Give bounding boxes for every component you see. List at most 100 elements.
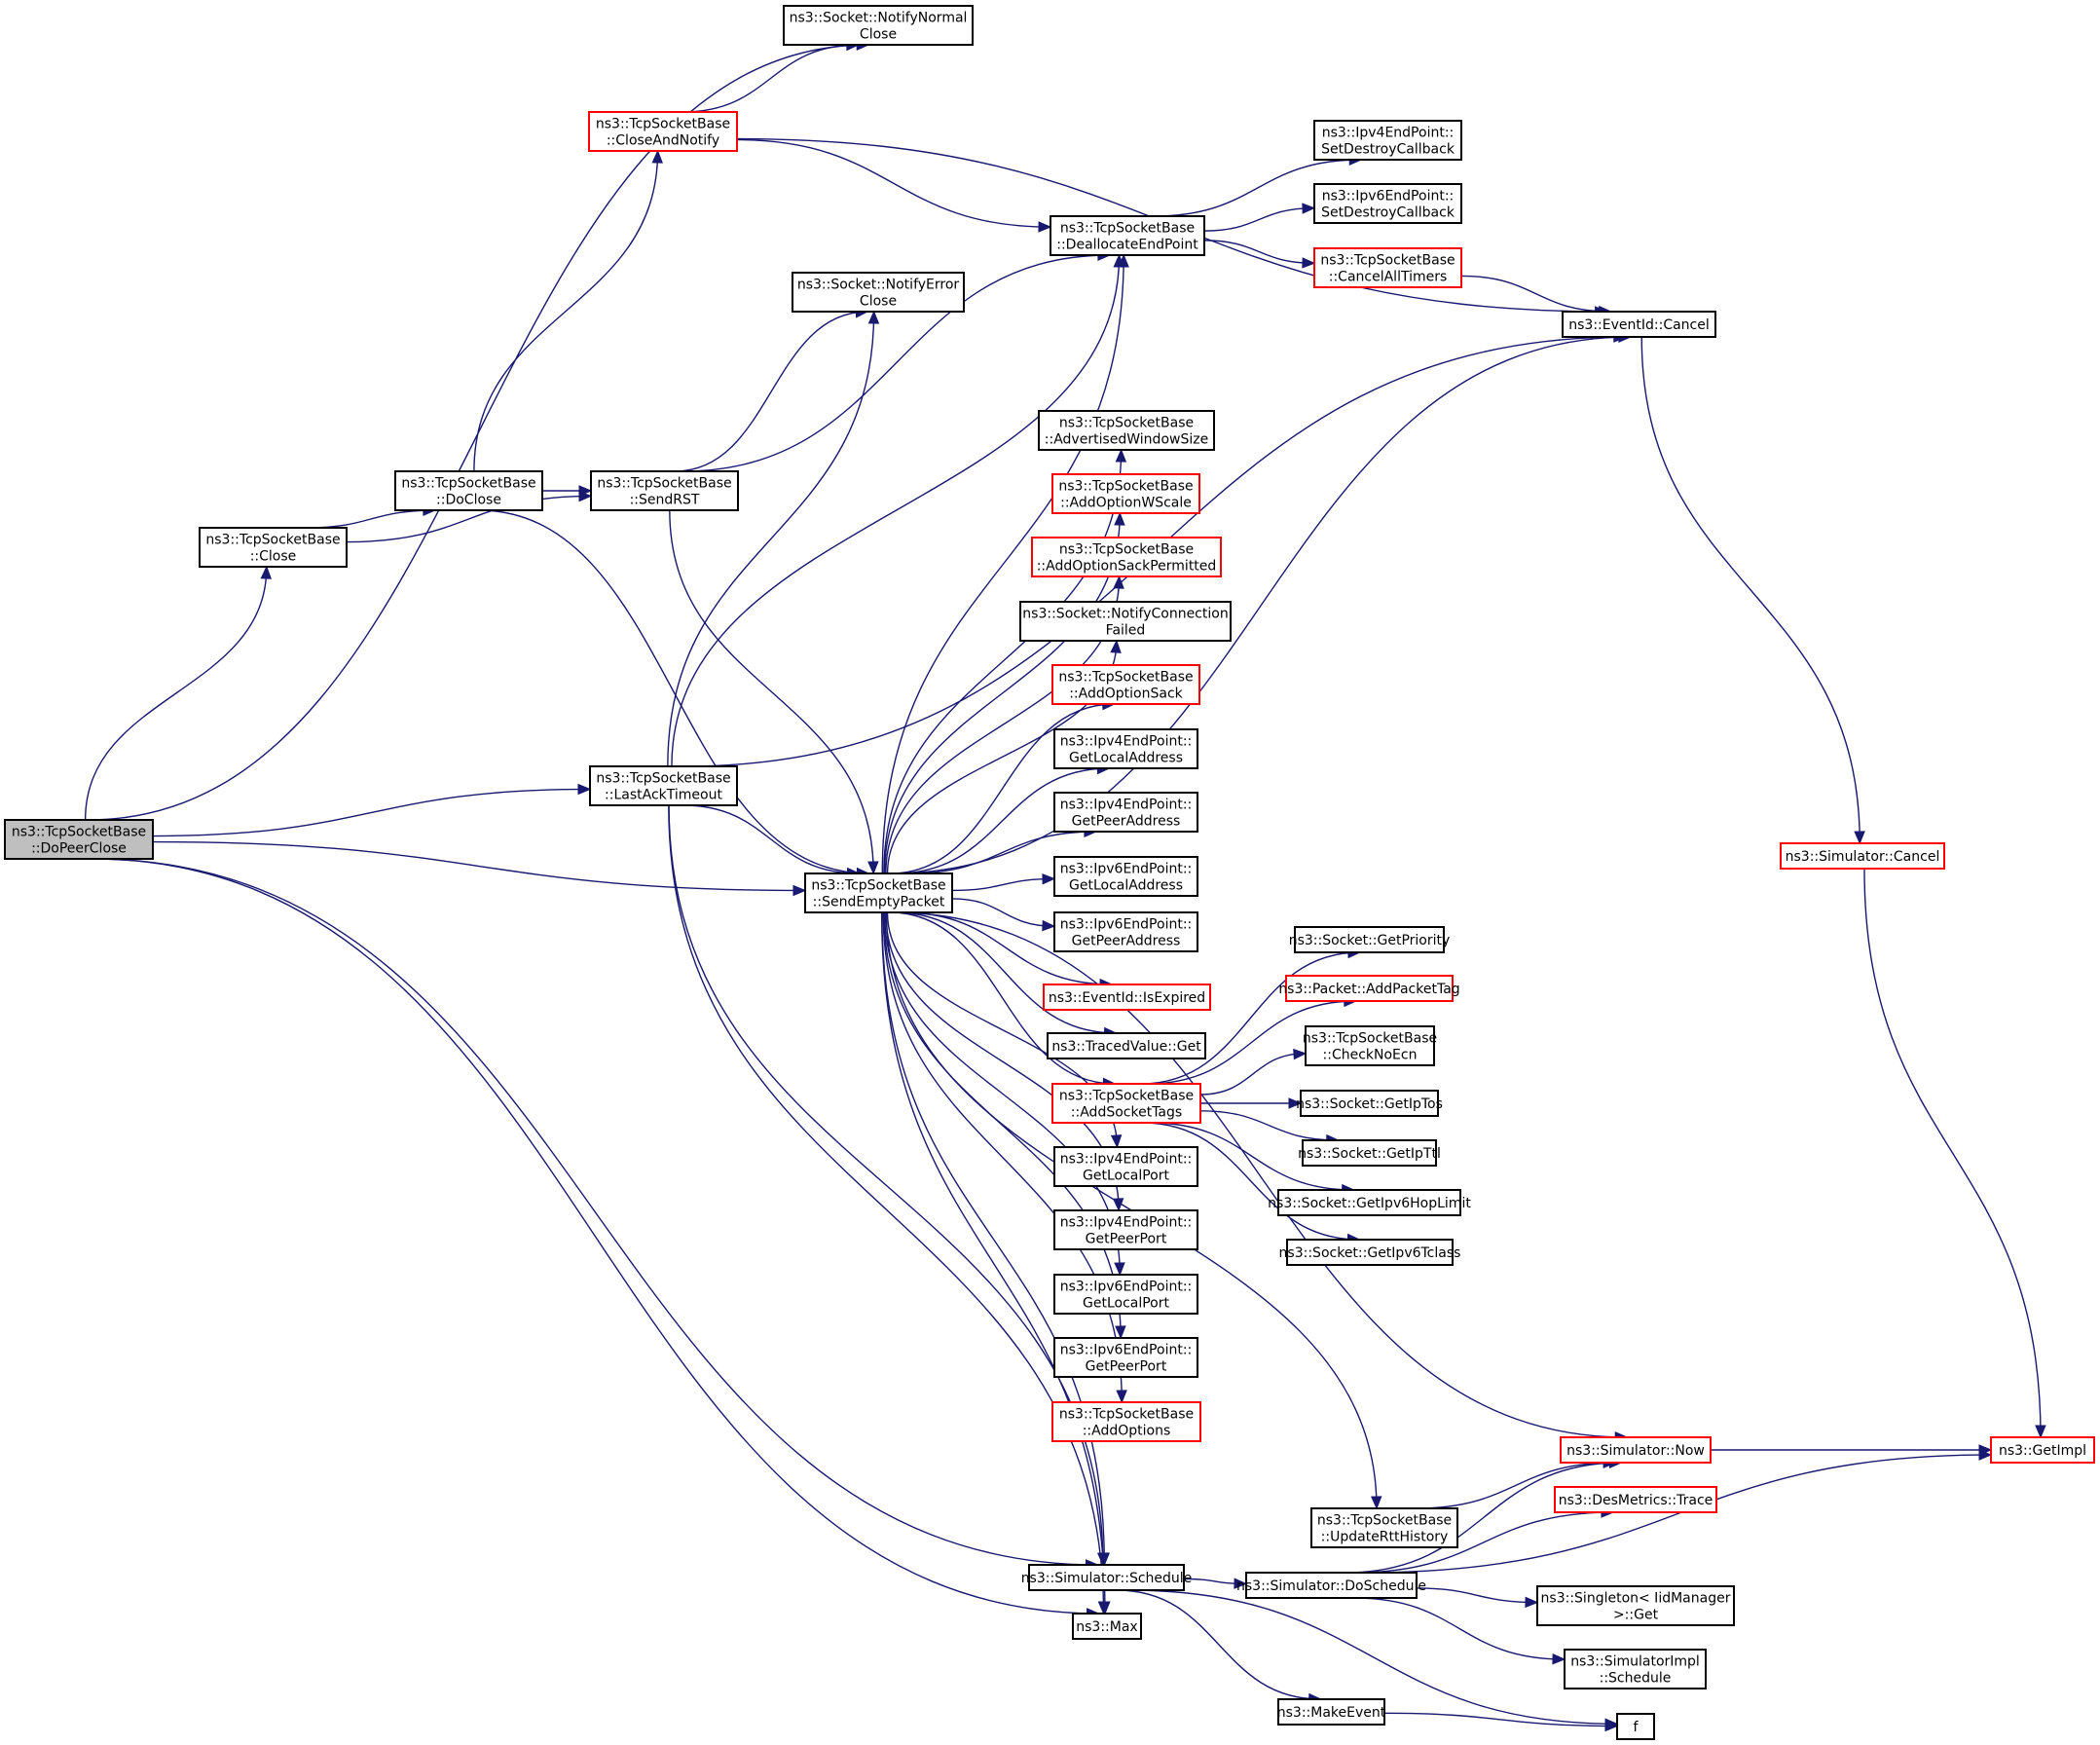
node-box[interactable] [1285,975,1454,1002]
node-get-priority[interactable]: ns3::Socket::GetPriority [1289,926,1451,953]
node-update-rtt-history[interactable]: ns3::TcpSocketBase::UpdateRttHistory [1310,1507,1458,1548]
node-box[interactable] [1019,601,1232,642]
node-singleton-get[interactable]: ns3::Singleton< IidManager>::Get [1536,1585,1735,1626]
node-box[interactable] [1047,1032,1206,1059]
node-box[interactable] [1050,215,1205,256]
node-box[interactable] [1038,410,1215,451]
node-box[interactable] [1302,1139,1437,1167]
node-box[interactable] [1294,926,1445,953]
node-box[interactable] [1310,1507,1458,1548]
node-get-ip-tos[interactable]: ns3::Socket::GetIpTos [1296,1090,1443,1117]
node-deallocate-end-point[interactable]: ns3::TcpSocketBase::DeallocateEndPoint [1050,215,1205,256]
node-box[interactable] [792,272,965,313]
node-box[interactable] [1286,1239,1454,1266]
node-ipv4-get-peer-port[interactable]: ns3::Ipv4EndPoint::GetPeerPort [1053,1209,1198,1250]
node-cancel-all-timers[interactable]: ns3::TcpSocketBase::CancelAllTimers [1313,247,1462,288]
node-check-no-ecn[interactable]: ns3::TcpSocketBase::CheckNoEcn [1303,1025,1437,1066]
node-add-packet-tag[interactable]: ns3::Packet::AddPacketTag [1278,975,1460,1002]
node-box[interactable] [1990,1436,2095,1464]
node-event-id-cancel[interactable]: ns3::EventId::Cancel [1562,311,1716,338]
node-close-and-notify[interactable]: ns3::TcpSocketBase::CloseAndNotify [588,111,738,152]
node-box[interactable] [1554,1486,1717,1513]
node-ipv6-get-local-port[interactable]: ns3::Ipv6EndPoint::GetLocalPort [1053,1274,1198,1315]
node-ipv4-get-peer-address[interactable]: ns3::Ipv4EndPoint::GetPeerAddress [1053,792,1198,833]
node-box[interactable] [783,5,974,46]
node-add-socket-tags[interactable]: ns3::TcpSocketBase::AddSocketTags [1051,1083,1201,1124]
node-do-close[interactable]: ns3::TcpSocketBase::DoClose [394,470,543,511]
node-last-ack-timeout[interactable]: ns3::TcpSocketBase::LastAckTimeout [589,765,738,806]
node-simulator-now[interactable]: ns3::Simulator::Now [1560,1436,1712,1464]
node-traced-value-get[interactable]: ns3::TracedValue::Get [1047,1032,1206,1059]
node-box[interactable] [4,819,154,860]
node-box[interactable] [1053,1337,1198,1378]
node-box[interactable] [1051,1083,1201,1124]
node-send-rst[interactable]: ns3::TcpSocketBase::SendRST [590,470,739,511]
node-box[interactable] [394,470,543,511]
node-box[interactable] [1560,1436,1712,1464]
node-box[interactable] [1051,1401,1201,1442]
node-get-impl[interactable]: ns3::GetImpl [1990,1436,2095,1464]
node-box[interactable] [1053,856,1198,897]
node-des-metrics-trace[interactable]: ns3::DesMetrics::Trace [1554,1486,1717,1513]
node-box[interactable] [1053,1146,1198,1187]
node-add-option-sack[interactable]: ns3::TcpSocketBase::AddOptionSack [1051,664,1200,705]
node-box[interactable] [1053,1274,1198,1315]
node-box[interactable] [1562,311,1716,338]
node-box[interactable] [1313,247,1462,288]
node-ipv6-get-peer-address[interactable]: ns3::Ipv6EndPoint::GetPeerAddress [1053,911,1198,952]
node-box[interactable] [1616,1713,1655,1740]
node-box[interactable] [1305,1025,1435,1066]
node-box[interactable] [1053,792,1198,833]
node-make-event[interactable]: ns3::MakeEvent [1277,1698,1386,1726]
node-box[interactable] [804,872,953,913]
node-box[interactable] [1053,911,1198,952]
node-box[interactable] [1277,1698,1385,1726]
node-do-peer-close[interactable]: ns3::TcpSocketBase::DoPeerClose [4,819,154,860]
node-box[interactable] [1043,984,1211,1011]
node-box[interactable] [1780,842,1945,870]
node-box[interactable] [1245,1572,1418,1599]
node-ipv4-get-local-address[interactable]: ns3::Ipv4EndPoint::GetLocalAddress [1053,728,1198,769]
node-simulator-schedule[interactable]: ns3::Simulator::Schedule [1021,1564,1193,1591]
node-box[interactable] [1031,537,1222,577]
node-add-options[interactable]: ns3::TcpSocketBase::AddOptions [1051,1401,1201,1442]
node-is-expired[interactable]: ns3::EventId::IsExpired [1043,984,1211,1011]
node-box[interactable] [1051,473,1200,514]
node-advertised-window-size[interactable]: ns3::TcpSocketBase::AdvertisedWindowSize [1038,410,1215,451]
node-box[interactable] [1051,664,1200,705]
node-get-ip-ttl[interactable]: ns3::Socket::GetIpTtl [1298,1139,1441,1167]
node-ipv6-get-local-address[interactable]: ns3::Ipv6EndPoint::GetLocalAddress [1053,856,1198,897]
node-box[interactable] [590,470,739,511]
node-get-ipv6-hop-limit[interactable]: ns3::Socket::GetIpv6HopLimit [1268,1189,1471,1216]
node-box[interactable] [588,111,738,152]
node-box[interactable] [1277,1189,1461,1216]
node-box[interactable] [199,527,348,568]
node-box[interactable] [1313,183,1462,224]
node-box[interactable] [589,765,738,806]
node-box[interactable] [1053,728,1198,769]
node-get-ipv6-tclass[interactable]: ns3::Socket::GetIpv6Tclass [1279,1239,1461,1266]
node-box[interactable] [1536,1585,1735,1626]
node-ipv6-get-peer-port[interactable]: ns3::Ipv6EndPoint::GetPeerPort [1053,1337,1198,1378]
node-close[interactable]: ns3::TcpSocketBase::Close [199,527,348,568]
node-box[interactable] [1028,1564,1185,1591]
node-simulator-impl-schedule[interactable]: ns3::SimulatorImpl::Schedule [1564,1649,1707,1689]
node-ipv6-set-destroy[interactable]: ns3::Ipv6EndPoint::SetDestroyCallback [1313,183,1462,224]
node-simulator-cancel[interactable]: ns3::Simulator::Cancel [1780,842,1945,870]
node-ipv4-get-local-port[interactable]: ns3::Ipv4EndPoint::GetLocalPort [1053,1146,1198,1187]
node-add-option-wscale[interactable]: ns3::TcpSocketBase::AddOptionWScale [1051,473,1200,514]
node-ipv4-set-destroy[interactable]: ns3::Ipv4EndPoint::SetDestroyCallback [1313,120,1462,161]
node-send-empty-packet[interactable]: ns3::TcpSocketBase::SendEmptyPacket [804,872,953,913]
node-f[interactable]: f [1616,1713,1655,1740]
node-max[interactable]: ns3::Max [1072,1613,1142,1640]
node-box[interactable] [1300,1090,1439,1117]
node-box[interactable] [1072,1613,1142,1640]
node-box[interactable] [1313,120,1462,161]
node-box[interactable] [1053,1209,1198,1250]
node-box[interactable] [1564,1649,1707,1689]
node-add-option-sack-permitted[interactable]: ns3::TcpSocketBase::AddOptionSackPermitt… [1031,537,1222,577]
node-do-schedule[interactable]: ns3::Simulator::DoSchedule [1236,1572,1426,1599]
